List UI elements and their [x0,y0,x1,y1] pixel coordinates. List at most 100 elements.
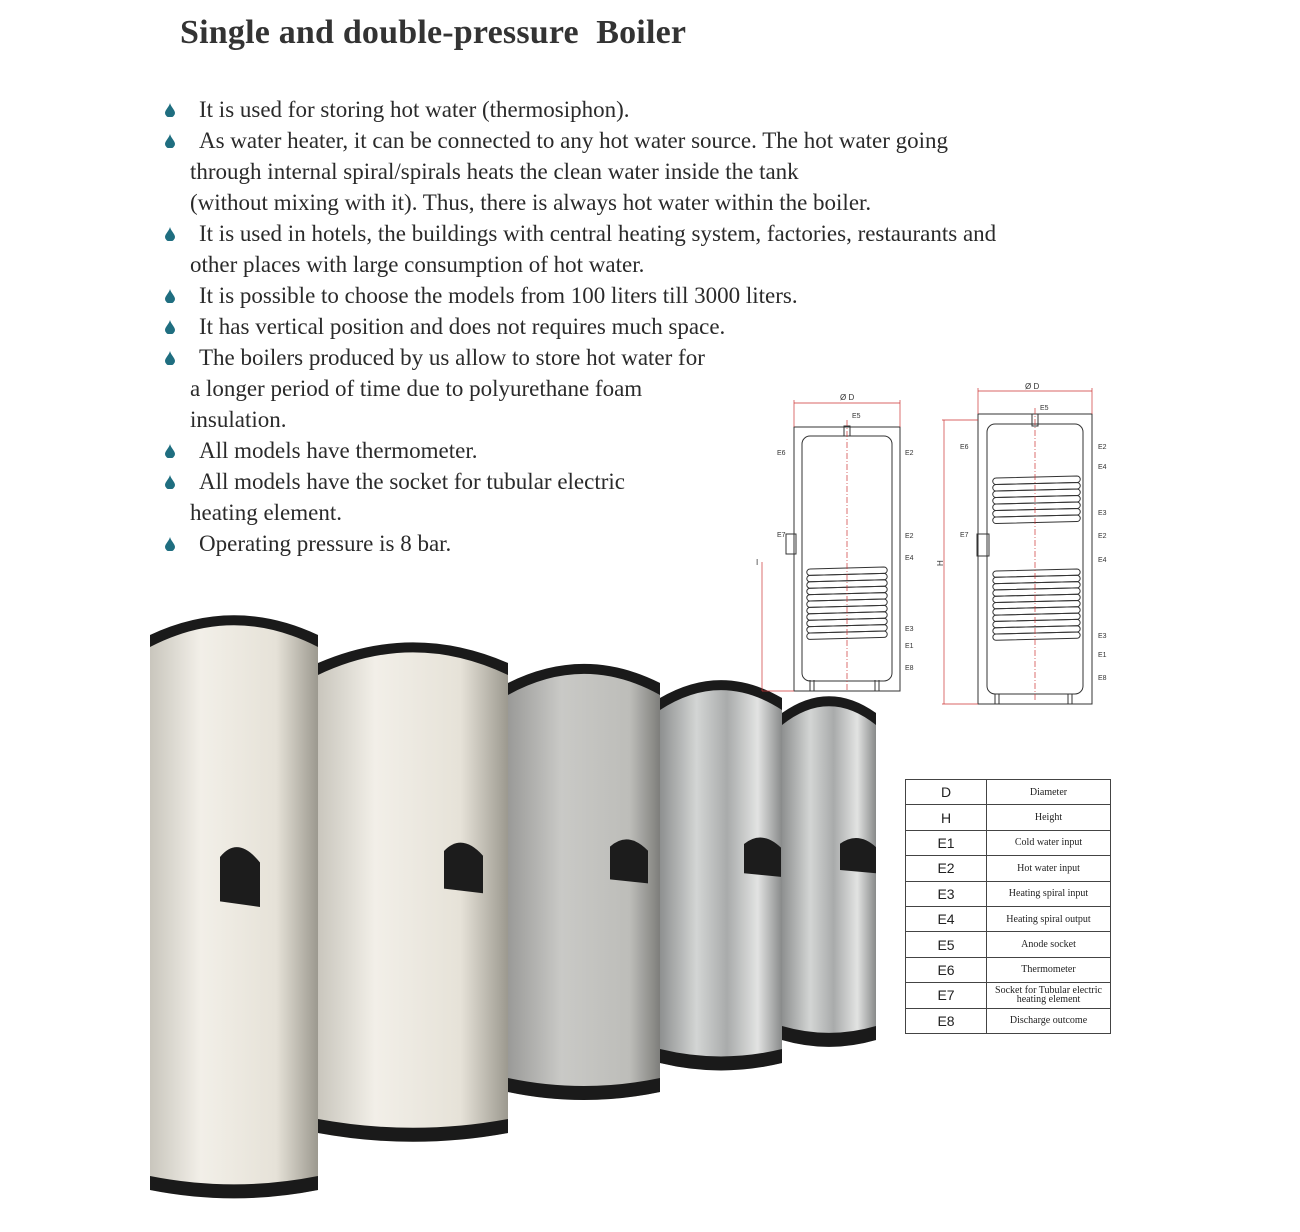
list-item-text: It is used in hotels, the buildings with… [199,221,997,246]
legend-code: E8 [905,1007,987,1034]
list-item: It is used for storing hot water (thermo… [160,94,1090,125]
height-label: I [756,558,758,567]
port-label: E6 [777,450,786,457]
port-label: E4 [905,555,914,562]
diameter-label: Ø D [1025,382,1039,391]
water-drop-bullet-icon [165,537,175,551]
port-label: E5 [1040,405,1049,412]
list-item-text: Operating pressure is 8 bar. [199,531,452,556]
thermometer-socket [220,847,260,907]
list-item-text: All models have the socket for tubular e… [199,469,625,494]
legend-code: E3 [905,880,987,907]
list-item-text: heating element. [190,500,342,525]
boiler-tank [318,642,508,1142]
thermometer-socket [610,839,648,884]
list-item-text: All models have thermometer. [199,438,478,463]
port-label: E7 [960,532,969,539]
water-drop-bullet-icon [165,103,175,117]
boiler-tank [782,696,876,1047]
legend-description: Diameter [986,778,1111,806]
legend-code: D [905,778,987,806]
water-drop-bullet-icon [165,444,175,458]
boiler-tank [150,615,318,1199]
port-label: E4 [1098,464,1107,471]
legend-description: Thermometer [986,956,1111,984]
water-drop-bullet-icon [165,320,175,334]
legend-code: E1 [905,829,987,857]
legend-code: E2 [905,855,987,882]
legend-code: E6 [905,956,987,984]
port-label: E3 [1098,510,1107,517]
port-label: E2 [905,533,914,540]
list-item: As water heater, it can be connected to … [160,125,1090,218]
port-label: E1 [905,643,914,650]
list-item: Operating pressure is 8 bar. [160,528,1090,559]
list-item: It is used in hotels, the buildings with… [160,218,1090,280]
list-item-text: insulation. [190,407,287,432]
list-item-text: It has vertical position and does not re… [199,314,726,339]
list-item-text: (without mixing with it). Thus, there is… [190,190,872,215]
list-item: The boilers produced by us allow to stor… [160,342,1090,435]
list-item-text: The boilers produced by us allow to stor… [199,345,705,370]
legend-code: H [905,804,987,831]
port-label: E2 [1098,444,1107,451]
water-drop-bullet-icon [165,289,175,303]
thermometer-socket [444,842,483,894]
thermometer-socket [744,837,781,877]
list-item: All models have the socket for tubular e… [160,466,1090,528]
feature-list: It is used for storing hot water (thermo… [160,94,1090,559]
boiler-tank [660,680,782,1071]
list-item: It has vertical position and does not re… [160,311,1090,342]
legend-code: E7 [905,982,987,1009]
list-item-text: It is possible to choose the models from… [199,283,798,308]
diameter-label: Ø D [840,393,854,402]
water-drop-bullet-icon [165,351,175,365]
port-label: E7 [777,532,786,539]
list-item-text: It is used for storing hot water (thermo… [199,97,630,122]
boiler-technical-drawings: Ø D I E5 E6 E2 E7 E2 E4 E3 E1 E8 Ø D H E… [756,382,1107,705]
water-drop-bullet-icon [165,134,175,148]
port-label: E8 [905,665,914,672]
page-title: Single and double-pressure Boiler [180,14,687,51]
legend-description: Anode socket [986,931,1111,958]
legend-code: E4 [905,905,987,933]
list-item-text: a longer period of time due to polyureth… [190,376,643,401]
height-label: H [936,560,945,566]
port-label: E8 [1098,675,1107,682]
legend-description: Socket for Tubular electric heating elem… [986,982,1111,1009]
boiler-tank [508,663,660,1101]
list-item-text: through internal spiral/spirals heats th… [190,159,799,184]
legend-description: Heating spiral input [986,880,1111,907]
port-label: E4 [1098,557,1107,564]
legend-description: Cold water input [986,829,1111,857]
water-drop-bullet-icon [165,227,175,241]
port-label: E2 [1098,533,1107,540]
port-label: E3 [1098,633,1107,640]
legend-description: Heating spiral output [986,905,1111,933]
port-label: E2 [905,450,914,457]
port-label: E5 [852,413,861,420]
legend-description: Hot water input [986,855,1111,882]
legend-description: Discharge outcome [986,1007,1111,1034]
list-item: All models have thermometer. [160,435,1090,466]
list-item-text: As water heater, it can be connected to … [199,128,949,153]
list-item-text: other places with large consumption of h… [190,252,645,277]
thermometer-socket [840,837,876,874]
port-label: E6 [960,444,969,451]
port-label: E3 [905,626,914,633]
boiler-tanks-photo [150,615,876,1199]
water-drop-bullet-icon [165,475,175,489]
legend-code: E5 [905,931,987,958]
list-item: It is possible to choose the models from… [160,280,1090,311]
